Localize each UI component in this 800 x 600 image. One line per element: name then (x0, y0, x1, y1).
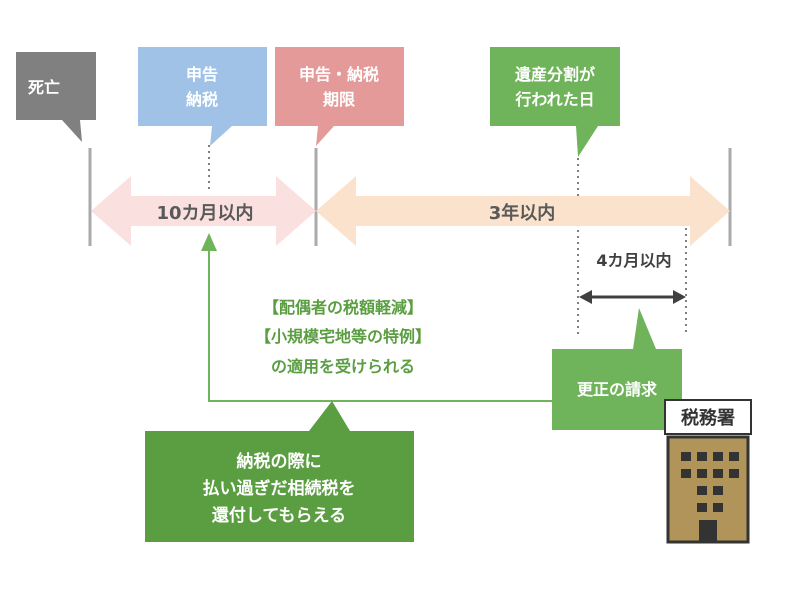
deadline-callout: 申告・納税 期限 (275, 47, 404, 146)
division-label-line2: 行われた日 (514, 90, 594, 109)
declaration-label-line2: 納税 (186, 90, 218, 109)
benefit-connector-line (208, 250, 554, 402)
benefit-applicable: の適用を受けられる (271, 357, 415, 376)
ten-months-label: 10カ月以内 (156, 202, 253, 224)
deadline-label-line1: 申告・納税 (299, 65, 379, 84)
deadline-label-line2: 期限 (323, 90, 356, 109)
division-callout: 遺産分割が 行われた日 (490, 47, 620, 157)
benefit-spousal-deduction: 【配偶者の税額軽減】 (263, 298, 423, 317)
tax-office-building-icon: 税務署 (664, 399, 752, 544)
division-label-line1: 遺産分割が (515, 65, 595, 84)
benefit-small-land-special: 【小規模宅地等の特例】 (255, 327, 431, 346)
four-months-arrow-left-head (579, 290, 592, 304)
refund-line3: 還付してもらえる (212, 505, 346, 526)
refund-line1: 納税の際に (237, 451, 322, 472)
declaration-label-line1: 申告 (186, 65, 218, 84)
ten-months-arrow (91, 176, 316, 246)
tax-office-label: 税務署 (681, 407, 735, 429)
three-years-label: 3年以内 (489, 202, 556, 224)
four-months-arrow-right-head (673, 290, 686, 304)
declaration-payment-callout: 申告 納税 (138, 47, 267, 146)
correction-request-label: 更正の請求 (577, 380, 658, 399)
four-months-label: 4カ月以内 (596, 251, 671, 270)
refund-callout: 納税の際に 払い過ぎだ相続税を 還付してもらえる (145, 401, 414, 542)
death-label: 死亡 (28, 78, 60, 97)
benefit-connector-arrowhead (201, 233, 217, 251)
refund-line2: 払い過ぎだ相続税を (203, 478, 356, 499)
three-years-arrow (316, 176, 730, 246)
death-callout: 死亡 (16, 52, 96, 142)
correction-request-callout: 更正の請求 (552, 308, 682, 430)
